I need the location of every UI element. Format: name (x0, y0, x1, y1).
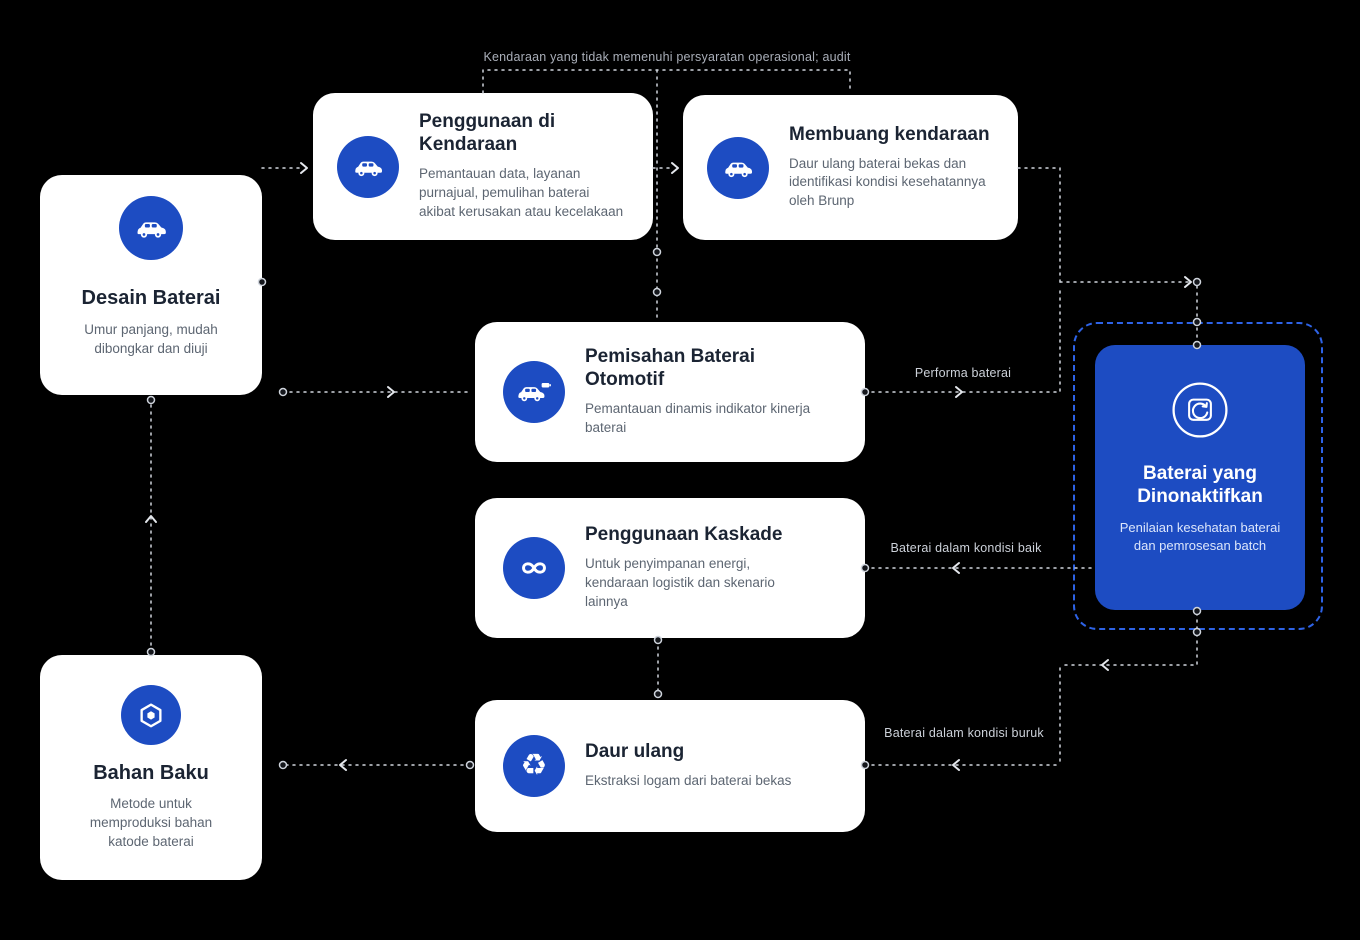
card-title: Bahan Baku (93, 762, 209, 784)
battery-recycle-icon (1172, 382, 1228, 438)
edge-label-kondisi-buruk: Baterai dalam kondisi buruk (884, 726, 1044, 740)
card-body: Pemantauan dinamis indikator kinerja bat… (585, 400, 811, 435)
card-body: Ekstraksi logam dari baterai bekas (585, 772, 792, 788)
card-desain-baterai: Desain Baterai Umur panjang, mudah dibon… (40, 175, 262, 395)
card-title: Desain Baterai (81, 287, 221, 309)
car-battery-icon (503, 361, 565, 423)
card-body: Pemantauan data, layanan purnajual, pemu… (419, 165, 624, 219)
card-title: Baterai yang Dinonaktifkan (1137, 463, 1263, 507)
card-body: Penilaian kesehatan baterai dan pemroses… (1119, 519, 1281, 553)
card-pemisahan-baterai-otomotif: Pemisahan Baterai Otomotif Pemantauan di… (475, 322, 865, 462)
edge-label-kondisi-baik: Baterai dalam kondisi baik (890, 541, 1042, 555)
card-body: Untuk penyimpanan energi, kendaraan logi… (585, 556, 775, 609)
card-penggunaan-kaskade: Penggunaan Kaskade Untuk penyimpanan ene… (475, 498, 865, 638)
card-membuang-kendaraan: Membuang kendaraan Daur ulang baterai be… (683, 95, 1018, 240)
car-icon (119, 196, 183, 260)
hexagon-icon (121, 685, 181, 745)
edge-label-audit: Kendaraan yang tidak memenuhi persyarata… (483, 50, 851, 64)
card-penggunaan-di-kendaraan: Penggunaan di Kendaraan Pemantauan data,… (313, 93, 653, 240)
card-title: Penggunaan Kaskade (585, 524, 783, 546)
car-icon (707, 136, 769, 199)
card-title: Pemisahan Baterai Otomotif (585, 346, 756, 391)
card-title: Penggunaan di Kendaraan (419, 111, 556, 156)
card-bahan-baku: Bahan Baku Metode untuk memproduksi baha… (40, 655, 262, 880)
car-icon (337, 135, 399, 198)
card-title: Daur ulang (585, 741, 685, 763)
card-body: Metode untuk memproduksi bahan katode ba… (89, 796, 213, 849)
card-body: Umur panjang, mudah dibongkar dan diuji (84, 322, 218, 356)
card-body: Daur ulang baterai bekas dan identifikas… (789, 155, 986, 209)
card-title: Membuang kendaraan (789, 123, 990, 145)
recycle-icon: ♻ (503, 735, 565, 797)
card-baterai-yang-dinonaktifkan: Baterai yang Dinonaktifkan Penilaian kes… (1095, 345, 1305, 610)
card-daur-ulang: ♻ Daur ulang Ekstraksi logam dari batera… (475, 700, 865, 832)
infinity-icon (503, 537, 565, 599)
edge-label-performa-baterai: Performa baterai (914, 366, 1012, 380)
